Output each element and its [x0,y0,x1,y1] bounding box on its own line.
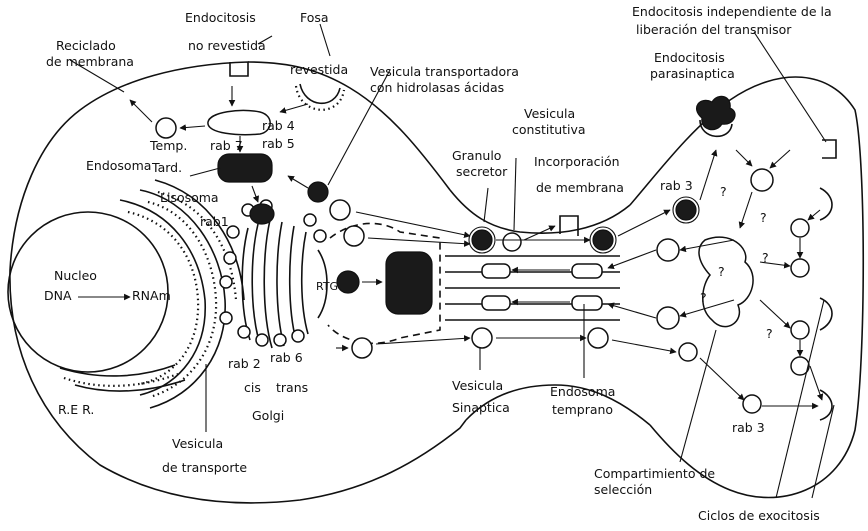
label-reciclado-2: de membrana [46,54,134,69]
label-dna: DNA [44,288,72,303]
terminal-vesicle-c [657,307,679,329]
label-rer: R.E R. [58,402,94,417]
label-question-6: ? [766,326,773,341]
dark-secretory-vesicle [337,271,359,293]
label-endocitosis-indep-2: liberación del transmisor [636,22,792,37]
label-tard: Tard. [151,160,182,175]
coated-pit [300,84,340,103]
vesicle-body-1 [330,200,350,220]
label-endocitosis: Endocitosis [185,10,256,25]
lysosome [250,204,274,224]
coated-pit-coat [296,86,344,110]
granule-axon [472,230,492,250]
label-compartimiento-2: selección [594,482,652,497]
label-incorporacion-2: de membrana [536,180,624,195]
label-rab1: rab1 [200,214,229,229]
synaptic-vesicle-axon-2 [588,328,608,348]
axon-endosome-1 [482,264,510,278]
parasynaptic-blob [697,96,735,129]
synaptic-vesicle-t2 [791,259,809,277]
label-vesicula-transportadora-2: con hidrolasas ácidas [370,80,504,95]
label-golgi: Golgi [252,408,284,423]
label-compartimiento-1: Compartimiento de [594,466,715,481]
label-question-5: ? [700,290,707,305]
recycling-vesicle [156,118,176,138]
large-secretory-granule [386,252,432,314]
label-incorporacion-1: Incorporación [534,154,620,169]
terminal-pit-2 [820,188,832,220]
label-reciclado-1: Reciclado [56,38,116,53]
label-revestida: revestida [290,62,348,77]
membrane-incorporation-notch [560,216,578,236]
label-ciclos: Ciclos de exocitosis [698,508,820,523]
golgi-vesicles [220,200,326,346]
synaptic-vesicle-t5 [679,343,697,361]
label-fosa: Fosa [300,10,329,25]
label-endosoma-temprano-2: temprano [552,402,613,417]
label-temp: Temp. [149,138,187,153]
early-endosome-top [208,110,270,134]
label-vesicula-transporte-1: Vesicula [172,436,223,451]
golgi-stack [242,220,308,348]
label-rab3-top: rab 3 [660,178,693,193]
label-granulo-2: secretor [456,164,508,179]
label-vesicula-transporte-2: de transporte [162,460,247,475]
label-vesicula-constitutiva-2: constitutiva [512,122,586,137]
label-rab2: rab 2 [228,356,261,371]
label-vesicula-sinaptica-2: Sinaptica [452,400,510,415]
sorting-compartment [699,237,753,326]
label-rab7: rab 7 [210,138,243,153]
label-endosoma-temprano-1: Endosoma [550,384,615,399]
label-trans: trans [276,380,308,395]
hydrolase-vesicle [308,182,328,202]
label-rnam: RNAm [132,288,171,303]
granule-rab3 [676,200,696,220]
terminal-vesicle-a [751,169,773,191]
label-endocitosis-indep-1: Endocitosis independiente de la [632,4,832,19]
synaptic-vesicle-t6 [743,395,761,413]
label-question-3: ? [762,250,769,265]
label-question-1: ? [720,184,727,199]
label-endocitosis-parasinaptica-1: Endocitosis [654,50,725,65]
label-question-4: ? [718,264,725,279]
label-granulo-1: Granulo [452,148,501,163]
label-question-2: ? [760,210,767,225]
terminal-pit-3 [820,298,832,330]
vesicle-body-2 [344,226,364,246]
axon-endosome-2 [482,296,510,310]
label-rab6: rab 6 [270,350,303,365]
late-endosome [218,154,272,182]
axon-endosome-3 [572,264,602,278]
label-rab3-bottom: rab 3 [732,420,765,435]
synaptic-vesicle-t1 [791,219,809,237]
label-rtg: RTG [316,280,338,293]
granule-terminal [593,230,613,250]
label-cis: cis [244,380,261,395]
label-vesicula-constitutiva-1: Vesicula [524,106,575,121]
label-vesicula-sinaptica-1: Vesicula [452,378,503,393]
terminal-pit-4 [820,390,832,420]
label-vesicula-transportadora-1: Vesicula transportadora [370,64,519,79]
axon-endosome-4 [572,296,602,310]
synaptic-vesicle-body [352,338,372,358]
synaptic-vesicle-t3 [791,321,809,339]
label-endosoma: Endosoma [86,158,151,173]
label-rab4: rab 4 [262,118,295,133]
constitutive-vesicle [503,233,521,251]
terminal-pit-1 [822,140,836,158]
synaptic-vesicle-axon [472,328,492,348]
label-nucleo: Nucleo [54,268,97,283]
terminal-vesicle-b [657,239,679,261]
label-endocitosis-parasinaptica-2: parasinaptica [650,66,735,81]
label-no-revestida: no revestida [188,38,266,53]
label-lisosoma: Lisosoma [160,190,219,205]
label-rab5: rab 5 [262,136,295,151]
